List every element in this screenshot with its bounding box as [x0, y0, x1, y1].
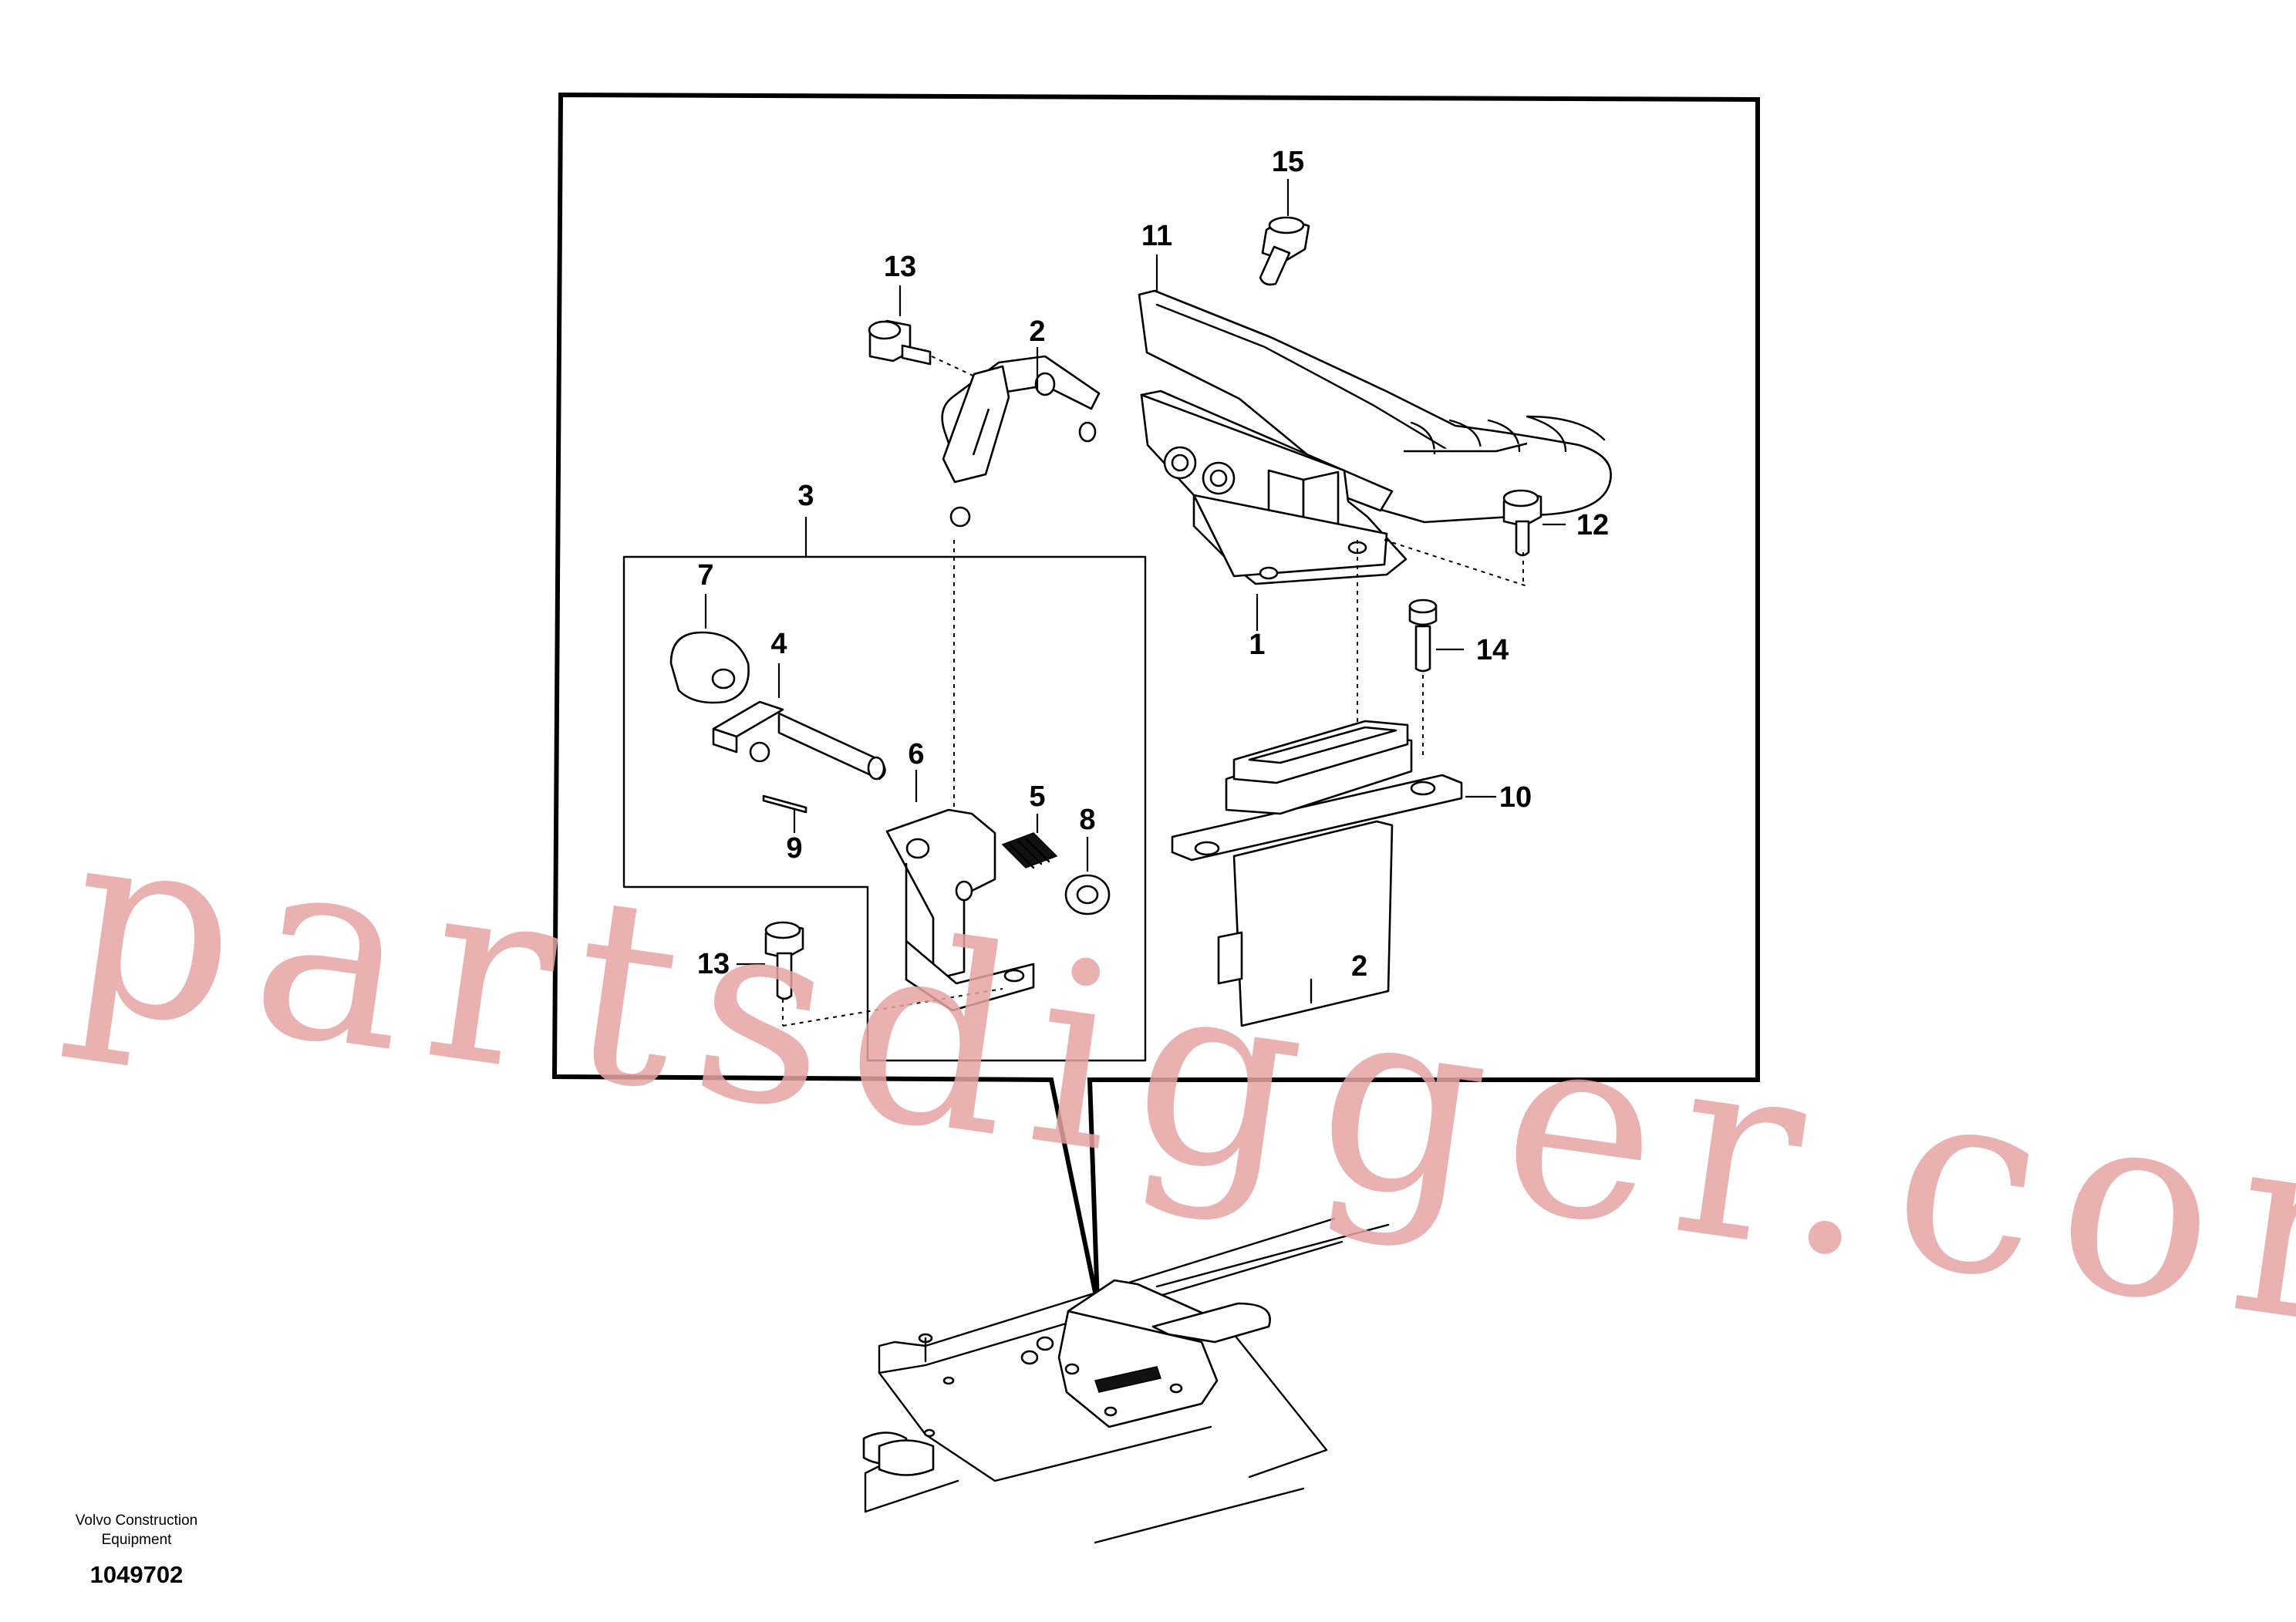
- callout-1: 1: [1249, 629, 1265, 661]
- callout-8: 8: [1079, 804, 1095, 836]
- part-9-spring-pin: [762, 794, 807, 833]
- callout-7: 7: [697, 559, 713, 592]
- callout-3: 3: [797, 480, 814, 512]
- cab-floor-assembly: [862, 1217, 1390, 1544]
- callout-14: 14: [1476, 634, 1509, 666]
- part-13-bolt-top: [868, 285, 1003, 390]
- callout-2: 2: [1029, 315, 1045, 348]
- document-number: 1049702: [90, 1561, 184, 1588]
- callout-9: 9: [786, 832, 802, 865]
- part-10-pedal-valve: 2: [1171, 720, 1496, 1027]
- callout-5: 5: [1029, 781, 1045, 813]
- callout-11: 11: [1141, 220, 1172, 252]
- callout-6: 6: [908, 738, 924, 771]
- part-12-bolt: [1502, 489, 1566, 586]
- svg-text:2: 2: [1351, 950, 1367, 983]
- callout-15: 15: [1272, 146, 1304, 178]
- callout-12: 12: [1576, 509, 1609, 541]
- subassembly-box-3: [622, 517, 1147, 1062]
- callout-labels: 1 2 3 4 5 6 7 8 9 10 11 12 13 14 15 13: [697, 146, 1609, 980]
- part-5-spring: [1001, 814, 1058, 869]
- callout-4: 4: [770, 628, 787, 660]
- callout-10: 10: [1499, 781, 1532, 814]
- part-13-bolt-bottom: [737, 921, 1003, 1027]
- part-2-bracket: [941, 347, 1101, 810]
- callout-13-top: 13: [884, 251, 916, 283]
- part-7-rubber-cap: [669, 594, 750, 704]
- callout-13-bottom: 13: [697, 948, 730, 980]
- part-1-pedal-bracket: [1140, 389, 1528, 740]
- part-8-washer: [1064, 837, 1111, 916]
- detail-frame: [551, 92, 1760, 1304]
- part-15-bolt: [1259, 179, 1310, 286]
- caption-brand-line2: Equipment: [102, 1532, 173, 1548]
- part-6-hinge-bracket: [885, 770, 1035, 1012]
- part-11-pedal-cover: [1138, 255, 1612, 524]
- part-4-pin: [712, 663, 886, 781]
- part-14-bolt: [1408, 599, 1464, 760]
- caption-brand-line1: Volvo Construction: [76, 1512, 197, 1529]
